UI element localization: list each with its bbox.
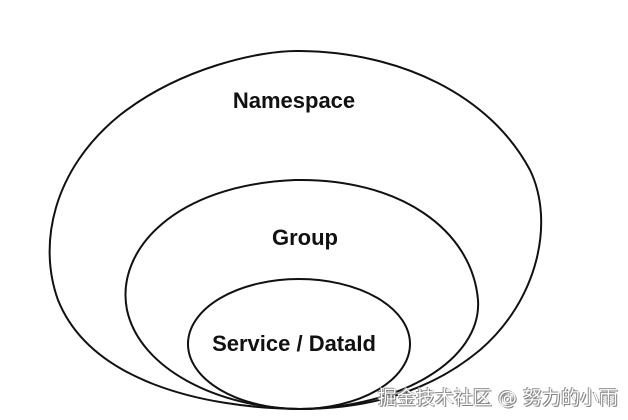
watermark: 掘金技术社区 @ 努力的小雨 <box>377 387 618 409</box>
group-ellipse <box>124 178 480 411</box>
namespace-ellipse <box>48 49 543 411</box>
service-ellipse <box>187 278 411 410</box>
service-dataid-label: Service / DataId <box>212 331 376 356</box>
namespace-label: Namespace <box>232 88 356 113</box>
group-label: Group <box>272 225 338 250</box>
